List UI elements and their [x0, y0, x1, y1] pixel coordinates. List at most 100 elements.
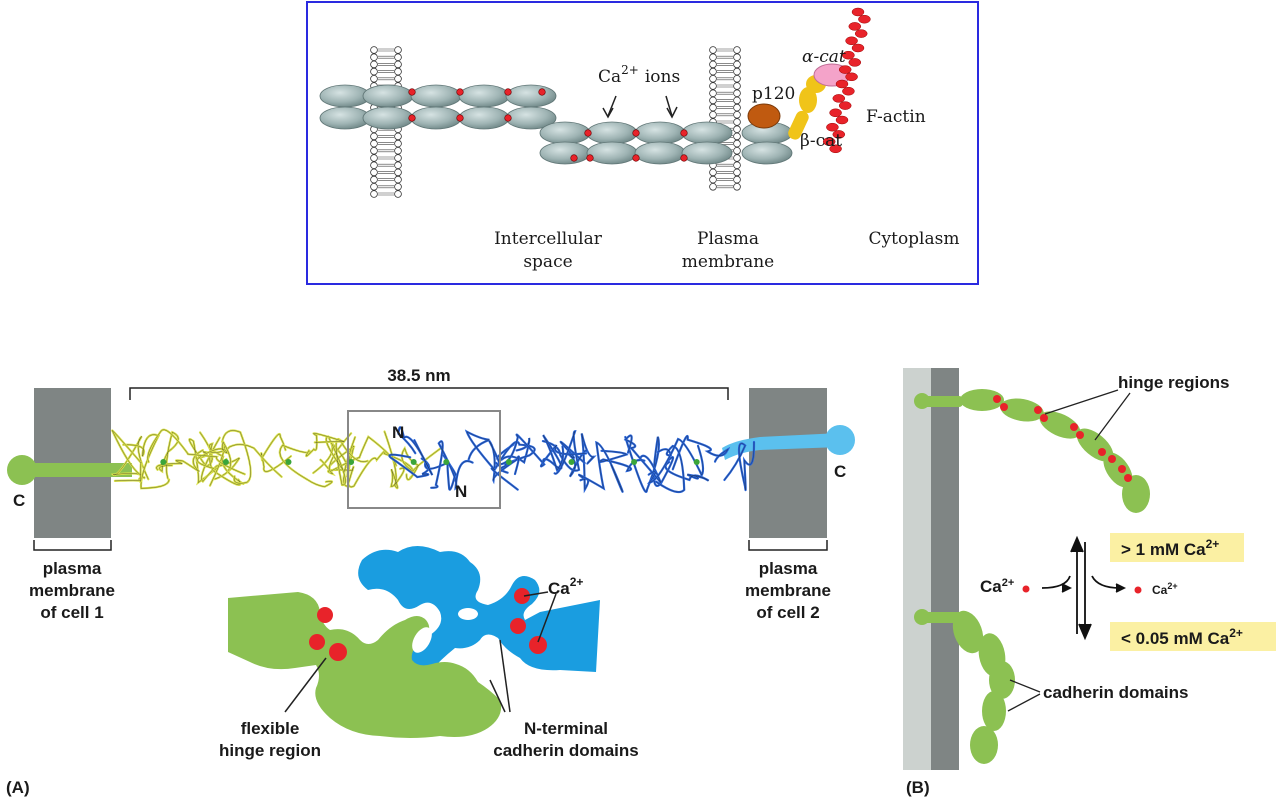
membrane2-line1: plasma	[759, 559, 818, 578]
lipid-head	[709, 168, 717, 177]
cadherin-domain	[539, 141, 591, 165]
lipid-tail	[717, 84, 733, 88]
actin-subunit	[854, 29, 868, 38]
protein-strand-outline	[389, 454, 430, 478]
lipid-tail	[717, 91, 733, 95]
panel-b-label: (B)	[906, 778, 930, 797]
lipid-tail	[378, 135, 394, 138]
lipid-tail	[717, 77, 733, 81]
calcium-ion	[570, 154, 578, 162]
lipid-head	[394, 46, 402, 54]
f-actin-filament	[822, 7, 871, 154]
lipid-tail	[378, 77, 394, 81]
protein-strand-outline	[197, 441, 231, 471]
green-cadherin-blob	[228, 592, 502, 738]
c-left-label: C	[13, 491, 25, 510]
cadherin-domain	[586, 121, 638, 145]
actin-subunit	[845, 36, 858, 46]
protein-strand-outline	[625, 436, 674, 492]
lipid-head	[370, 46, 378, 54]
lipid-head	[370, 175, 378, 184]
lipid-head	[370, 183, 378, 191]
lipid-tail	[378, 163, 394, 167]
lipid-head	[394, 147, 402, 155]
lipid-head	[733, 75, 741, 83]
lipid-tail	[378, 171, 394, 174]
protein-strand-outline	[724, 441, 755, 491]
nterm-label-line1: N-terminal	[524, 719, 608, 738]
bound-calcium	[631, 459, 638, 465]
beta-catenin-protein	[788, 75, 826, 140]
intercellular-label-line2: space	[523, 252, 572, 272]
actin-subunit	[842, 86, 855, 96]
actin-subunit	[848, 22, 862, 31]
lipid-head	[733, 103, 741, 112]
membrane-outer-layer	[903, 368, 931, 770]
cadherin-collapsed-chain	[914, 609, 1015, 764]
membrane1-line2: membrane	[29, 581, 115, 600]
lipid-tail	[717, 113, 733, 117]
lipid-tail	[717, 48, 733, 52]
lipid-head	[733, 175, 741, 184]
calcium-ion	[504, 114, 512, 122]
actin-subunit	[838, 101, 852, 110]
protein-strand-outline	[305, 433, 345, 457]
hinge-regions-label: hinge regions	[1118, 373, 1229, 392]
lipid-head	[394, 75, 402, 83]
cytoplasm-label: Cytoplasm	[869, 229, 960, 249]
lipid-head	[394, 67, 402, 76]
cadherin-domain	[458, 84, 510, 108]
lipid-head	[733, 82, 741, 90]
lipid-head	[709, 53, 717, 61]
bound-calcium	[222, 459, 229, 465]
cadherin-domain	[362, 106, 414, 130]
domain-leaders	[1007, 679, 1041, 712]
nterm-label-line2: cadherin domains	[493, 741, 638, 760]
lipid-head	[733, 183, 741, 191]
zoom-leader-lines	[284, 591, 557, 713]
lipid-head	[709, 183, 717, 191]
actin-subunit	[822, 137, 836, 146]
actin-subunit	[826, 122, 839, 132]
lipid-head	[733, 132, 741, 141]
actin-subunit	[848, 58, 862, 67]
lipid-head	[394, 190, 402, 198]
cadherin-domain	[458, 106, 510, 130]
lipid-tail	[378, 142, 394, 145]
protein-strand-outline	[424, 455, 456, 490]
lipid-tail	[717, 120, 733, 124]
lipid-head	[709, 46, 717, 54]
c-tail-right	[722, 425, 855, 460]
lipid-head	[733, 89, 741, 97]
top-panel-frame	[306, 1, 979, 285]
ca-zoom-label: Ca2+	[548, 575, 583, 598]
actin-subunit	[838, 65, 852, 74]
calcium-ion	[680, 154, 688, 162]
calcium-ion	[586, 154, 594, 162]
protein-strand-outline	[598, 450, 645, 472]
membrane-cell2	[749, 388, 827, 538]
lipid-tail	[717, 185, 733, 189]
lipid-head	[394, 53, 402, 61]
protein-strand-outline	[578, 442, 623, 492]
lipid-tail	[717, 163, 733, 167]
actin-subunit	[829, 144, 842, 154]
cadherin-extended-chain	[914, 389, 1150, 513]
cadherin-ribbon-cell1	[110, 428, 442, 490]
n-terminus-bottom-label: N	[455, 482, 467, 501]
membrane1-line1: plasma	[43, 559, 102, 578]
actin-subunit	[829, 108, 842, 118]
protein-strand-outline	[279, 445, 333, 487]
lipid-head	[370, 147, 378, 155]
lipid-head	[709, 175, 717, 184]
actin-subunit	[835, 115, 849, 125]
lipid-head	[370, 190, 378, 198]
lipid-head	[733, 154, 741, 162]
cadherin-domain	[410, 84, 462, 108]
lipid-head	[394, 161, 402, 170]
protein-strand-outline	[580, 433, 595, 491]
membrane2-line3: of cell 2	[756, 603, 819, 622]
protein-strand-outline	[665, 461, 709, 481]
protein-strand-outline	[329, 433, 397, 472]
hinge-calcium-dots	[993, 395, 1132, 482]
